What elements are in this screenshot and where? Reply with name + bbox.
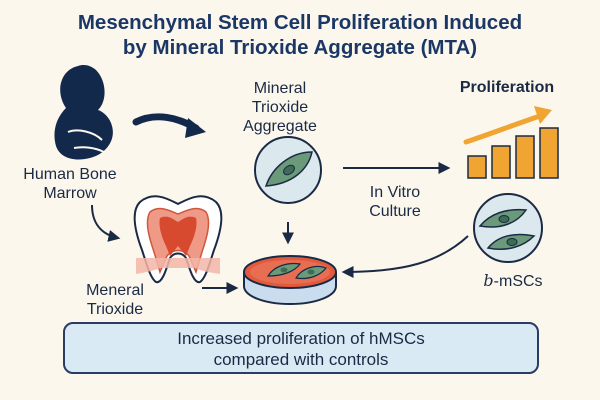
- arrow-fetus-to-mta: [132, 113, 206, 138]
- diagram-title: Mesenchymal Stem Cell Proliferation Indu…: [0, 10, 600, 60]
- label-human-bone-marrow: Human Bone Marrow: [8, 165, 132, 203]
- stem-cells-icon: [473, 193, 543, 263]
- label-bmscs: b-mSCs: [468, 271, 558, 291]
- label-mineral-trioxide-aggregate: Mineral Trioxide Aggregate: [225, 79, 335, 136]
- label-mta-line-3: Aggregate: [243, 118, 317, 135]
- arrow-stemcells-to-dish: [341, 235, 469, 278]
- label-proliferation: Proliferation: [459, 79, 555, 96]
- label-hbm-line-1: Human Bone: [23, 166, 117, 183]
- bar-chart-icon: [463, 106, 559, 179]
- result-line-1: Increased proliferation of hMSCs: [177, 329, 425, 348]
- tooth-icon: [133, 195, 223, 284]
- petri-dish-icon: [243, 255, 337, 306]
- label-hbm-line-2: Marrow: [43, 185, 97, 202]
- label-bmscs-symbol: b: [483, 271, 494, 290]
- label-mta-line-2: Trioxide: [251, 99, 309, 116]
- label-meneral-line-1: Meneral: [86, 282, 144, 299]
- fetus-icon: [54, 65, 113, 160]
- title-line-1: Mesenchymal Stem Cell Proliferation Indu…: [77, 11, 523, 34]
- result-box: Increased proliferation of hMSCs compare…: [63, 322, 539, 374]
- cell-circle-icon: [254, 136, 322, 204]
- label-meneral-line-2: Trioxide: [86, 301, 144, 318]
- label-in-vitro-culture: In Vitro Culture: [355, 183, 435, 221]
- label-invitro-line-2: Culture: [369, 203, 421, 220]
- label-invitro-line-1: In Vitro: [369, 184, 421, 201]
- result-line-2: compared with controls: [213, 350, 389, 369]
- arrow-hbm-to-tooth: [91, 204, 121, 242]
- label-meneral-trioxide: Meneral Trioxide: [70, 281, 160, 319]
- label-bmscs-suffix: -mSCs: [493, 273, 543, 290]
- title-line-2: by Mineral Trioxide Aggregate (MTA): [122, 36, 478, 59]
- label-mta-line-1: Mineral: [253, 80, 307, 97]
